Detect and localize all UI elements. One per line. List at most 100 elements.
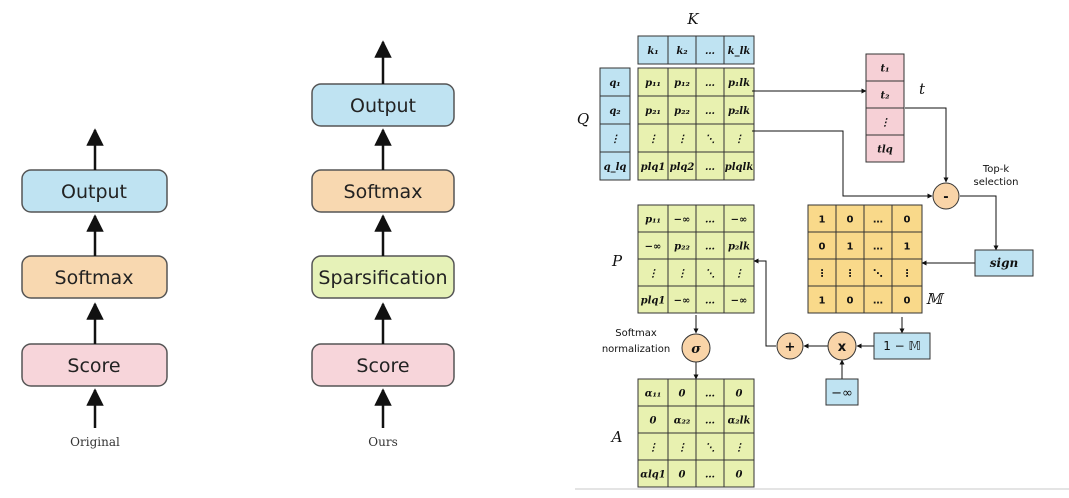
A-label: A bbox=[610, 428, 623, 446]
Q-r2-text: ⋮ bbox=[610, 134, 620, 145]
Qmat-r1c3-text: p₂lk bbox=[728, 106, 750, 117]
M-r3c1-text: 0 bbox=[847, 296, 854, 307]
K-label: K bbox=[686, 10, 699, 28]
Qmat-r2c3-text: ⋮ bbox=[734, 134, 744, 145]
P-r0c1-cell bbox=[667, 204, 697, 233]
M-r3c0-cell bbox=[807, 285, 837, 314]
M-r3c0-text: 1 bbox=[819, 296, 826, 307]
A-r2c2-text: ⋱ bbox=[705, 443, 715, 454]
P-r2c0-text: ⋮ bbox=[648, 269, 658, 280]
A-r3c2-text: … bbox=[705, 470, 715, 481]
neg-inf-box bbox=[825, 378, 859, 406]
original-score-label: Score bbox=[67, 355, 120, 377]
Qmat-r1c0-text: p₂₁ bbox=[645, 106, 661, 117]
P-r3c3-text: −∞ bbox=[731, 296, 748, 307]
Qmat-r0c2-cell bbox=[695, 67, 725, 97]
P-r3c3-cell bbox=[723, 285, 755, 314]
P-r2c3-text: ⋮ bbox=[734, 269, 744, 280]
M-r1c0-text: 0 bbox=[819, 242, 826, 253]
M-r3c3-text: 0 bbox=[904, 296, 911, 307]
Qmat-r3c2-text: … bbox=[705, 162, 715, 173]
Qmat-r0c1-text: p₁₂ bbox=[674, 78, 690, 89]
M-r0c3-text: 0 bbox=[904, 215, 911, 226]
plus-op-node bbox=[776, 332, 804, 360]
K-c1-cell bbox=[667, 35, 697, 65]
P-r1c2-cell bbox=[695, 231, 725, 260]
A-r1c0-text: 0 bbox=[650, 416, 657, 427]
minus-op-label: - bbox=[943, 190, 948, 205]
one-minus-M-label: 1 − 𝕄 bbox=[883, 339, 921, 353]
minus-op-node bbox=[932, 182, 960, 210]
t-r0-text: t₁ bbox=[881, 64, 890, 75]
M-r1c1-cell bbox=[835, 231, 865, 260]
A-r1c1-text: α₂₂ bbox=[674, 416, 691, 427]
P-r3c1-text: −∞ bbox=[674, 296, 691, 307]
t-r2-cell bbox=[865, 107, 905, 136]
A-r1c2-text: … bbox=[705, 416, 715, 427]
M-r1c3-text: 1 bbox=[904, 242, 911, 253]
P-r0c1-text: −∞ bbox=[674, 215, 691, 226]
P-r1c3-text: p₂lk bbox=[728, 242, 750, 253]
Q-label: Q bbox=[577, 110, 589, 128]
Qmat-r0c1-cell bbox=[667, 67, 697, 97]
original-softmax-label: Softmax bbox=[55, 267, 134, 289]
Q-r3-text: q_lq bbox=[604, 162, 627, 173]
M-r1c2-text: … bbox=[873, 242, 883, 253]
M-r0c0-cell bbox=[807, 204, 837, 233]
Qmat-r3c1-text: plq2 bbox=[670, 162, 695, 173]
P-r0c3-cell bbox=[723, 204, 755, 233]
A-r1c3-cell bbox=[723, 405, 755, 434]
ours-softmax-label: Softmax bbox=[344, 181, 423, 203]
Qmat-r1c1-text: p₂₂ bbox=[674, 106, 690, 117]
t-r2-text: ⋮ bbox=[880, 118, 890, 129]
Q-r0-cell bbox=[599, 67, 631, 97]
M-r0c2-cell bbox=[863, 204, 893, 233]
M-r1c0-cell bbox=[807, 231, 837, 260]
M-r0c3-cell bbox=[891, 204, 923, 233]
M-r1c1-text: 1 bbox=[847, 242, 854, 253]
sign-box bbox=[974, 249, 1034, 277]
Qmat-r1c2-cell bbox=[695, 95, 725, 125]
Q-r0-text: q₁ bbox=[609, 78, 620, 89]
ours-flow: Score Sparsification Softmax Output Ours bbox=[311, 40, 455, 449]
one-minus-M-box bbox=[873, 332, 931, 360]
P-r0c0-text: p₁₁ bbox=[645, 215, 661, 226]
original-flow: Score Softmax Output Original bbox=[21, 128, 168, 449]
Qmat-r0c3-cell bbox=[723, 67, 755, 97]
M-r1c2-cell bbox=[863, 231, 893, 260]
times-op-label: x bbox=[838, 340, 847, 355]
M-r0c0-text: 1 bbox=[819, 215, 826, 226]
M-r3c2-text: … bbox=[873, 296, 883, 307]
P-r3c1-cell bbox=[667, 285, 697, 314]
Qmat-r3c3-cell bbox=[723, 151, 755, 181]
M-r2c0-text: ⋮ bbox=[817, 269, 827, 280]
Qmat-r0c3-text: p₁lk bbox=[728, 78, 750, 89]
t-r1-text: t₂ bbox=[881, 91, 891, 102]
M-r0c2-text: … bbox=[873, 215, 883, 226]
Qmat-r2c2-cell bbox=[695, 123, 725, 153]
original-caption: Original bbox=[70, 435, 120, 449]
P-r2c1-text: ⋮ bbox=[677, 269, 687, 280]
M-label: 𝕄 bbox=[926, 290, 945, 308]
P-r2c2-cell bbox=[695, 258, 725, 287]
Qmat-r2c0-text: ⋮ bbox=[648, 134, 658, 145]
M-r2c1-text: ⋮ bbox=[845, 269, 855, 280]
M-r2c2-text: ⋱ bbox=[873, 269, 883, 280]
K-c3-text: k_lk bbox=[728, 46, 751, 57]
Qmat-r0c0-cell bbox=[637, 67, 669, 97]
A-r3c2-cell bbox=[695, 459, 725, 488]
neg-inf-label: −∞ bbox=[831, 386, 853, 401]
A-r1c0-cell bbox=[637, 405, 669, 434]
softmax-note-line2: normalization bbox=[602, 344, 670, 355]
Q-r2-cell bbox=[599, 123, 631, 153]
Q-r3-cell bbox=[599, 151, 631, 181]
Qmat-r1c0-cell bbox=[637, 95, 669, 125]
ours-caption: Ours bbox=[368, 435, 397, 449]
sign-label: sign bbox=[990, 256, 1018, 270]
P-r0c0-cell bbox=[637, 204, 669, 233]
A-r2c0-text: ⋮ bbox=[648, 443, 658, 454]
topk-note-line1: Top-k bbox=[982, 164, 1009, 175]
Q-r1-text: q₂ bbox=[609, 106, 621, 117]
